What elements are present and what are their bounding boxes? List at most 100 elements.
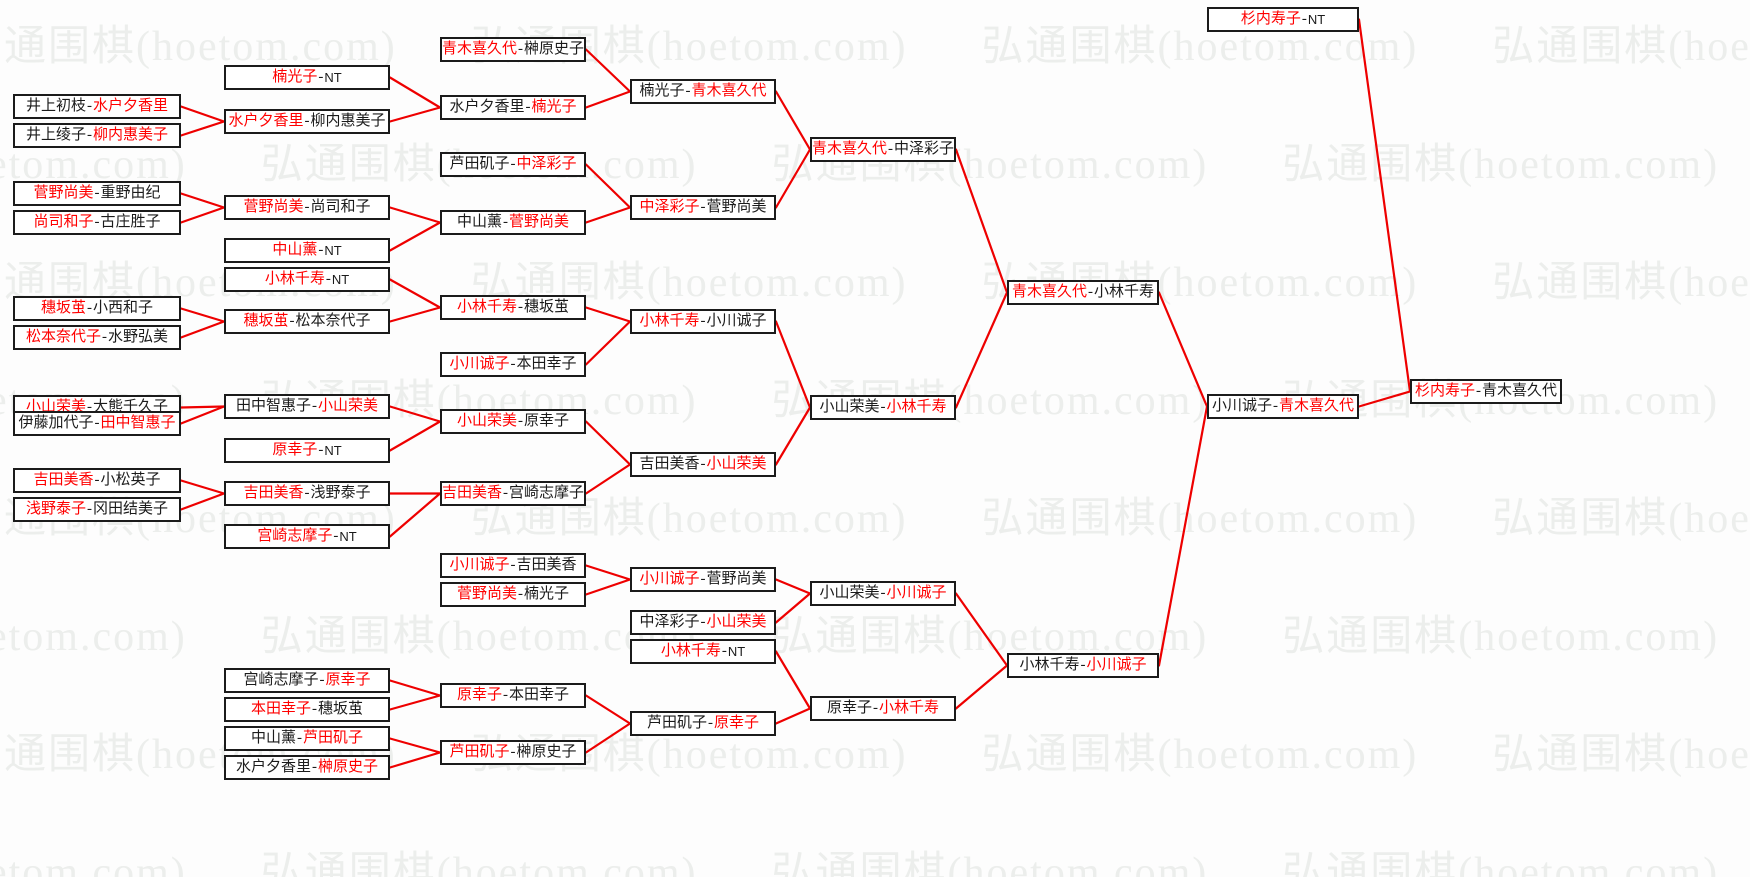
match-box[interactable]: 水户夕香里-榊原史子 [224,755,390,780]
player-separator: - [700,199,706,215]
match-box[interactable]: 田中智惠子-小山荣美 [224,394,390,419]
match-box[interactable]: 青木喜久代-小林千寿 [1007,280,1159,305]
player-separator: - [525,99,531,115]
match-box[interactable]: 小林千寿-NT [630,639,776,664]
match-box[interactable]: 小山荣美-小川诚子 [810,581,956,606]
match-box[interactable]: 杉内寿子-NT [1207,7,1359,32]
match-box[interactable]: 宫崎志摩子-NT [224,524,390,549]
player-left: 小林千寿 [1019,657,1080,673]
player-left: 芦田矶子 [449,156,510,172]
match-box[interactable]: 芦田矶子-中泽彩子 [440,152,586,177]
player-separator: - [87,501,92,517]
match-box[interactable]: 本田幸子-穗坂茧 [224,697,390,722]
match-box[interactable]: 井上绫子-柳内惠美子 [13,123,181,148]
match-box[interactable]: 小林千寿-NT [224,267,390,292]
match-box[interactable]: 吉田美香-小松英子 [13,468,181,493]
player-separator: - [1080,657,1086,673]
player-separator: - [304,113,310,129]
player-left: 原幸子 [456,687,502,703]
player-right: 菅野尚美 [706,199,767,215]
match-box[interactable]: 菅野尚美-尚司和子 [224,195,390,220]
player-left: 青木喜久代 [1011,284,1087,300]
match-box[interactable]: 中山薰-芦田矶子 [224,726,390,751]
player-right: 穗坂茧 [318,701,364,717]
player-separator: - [518,41,523,57]
player-right: 小山荣美 [706,614,767,630]
match-box[interactable]: 水户夕香里-楠光子 [440,95,586,120]
match-box[interactable]: 中泽彩子-小山荣美 [630,610,776,635]
player-right: 本田幸子 [509,687,570,703]
player-left: 小林千寿 [660,643,721,659]
player-right: 穗坂茧 [524,299,570,315]
player-separator: - [94,214,100,230]
player-right: 菅野尚美 [706,571,767,587]
player-separator: - [325,271,331,287]
player-right: 小川诚子 [1086,657,1147,673]
match-box[interactable]: 水户夕香里-柳内惠美子 [224,109,390,134]
player-right: 小山荣美 [706,456,767,472]
player-left: 原幸子 [826,700,872,716]
match-box[interactable]: 井上初枝-水户夕香里 [13,94,181,119]
match-box[interactable]: 菅野尚美-重野由纪 [13,181,181,206]
match-box[interactable]: 青木喜久代-中泽彩子 [810,137,956,162]
match-box[interactable]: 小川诚子-吉田美香 [440,553,586,578]
match-box[interactable]: 原幸子-小林千寿 [810,696,956,721]
match-box[interactable]: 穗坂茧-小西和子 [13,296,181,321]
player-right: 小松英子 [100,472,161,488]
player-right: 吉田美香 [516,557,577,573]
match-box[interactable]: 芦田矶子-原幸子 [630,711,776,736]
match-box[interactable]: 吉田美香-小山荣美 [630,452,776,477]
match-box[interactable]: 小山荣美-小林千寿 [810,395,956,420]
match-box[interactable]: 杉内寿子-青木喜久代 [1410,379,1562,404]
match-box[interactable]: 原幸子-NT [224,438,390,463]
match-box[interactable]: 菅野尚美-楠光子 [440,582,586,607]
bye-label: NT [1307,12,1326,27]
match-box[interactable]: 青木喜久代-榊原史子 [440,37,586,62]
player-right: 小林千寿 [1094,284,1155,300]
match-box[interactable]: 小林千寿-小川诚子 [1007,653,1159,678]
match-box[interactable]: 中山薰-菅野尚美 [440,210,586,235]
match-box[interactable]: 尚司和子-古庄胜子 [13,210,181,235]
player-separator: - [518,413,523,429]
match-box[interactable]: 小川诚子-菅野尚美 [630,567,776,592]
match-box[interactable]: 宫崎志摩子-原幸子 [224,668,390,693]
match-box[interactable]: 中山薰-NT [224,238,390,263]
player-right: 青木喜久代 [691,83,767,99]
match-box[interactable]: 楠光子-NT [224,65,390,90]
player-left: 菅野尚美 [456,586,517,602]
match-box[interactable]: 芦田矶子-榊原史子 [440,740,586,765]
player-separator: - [503,214,508,230]
player-right: 菅野尚美 [509,214,570,230]
match-box[interactable]: 小山荣美-原幸子 [440,409,586,434]
player-right: 楠光子 [524,586,570,602]
match-box[interactable]: 吉田美香-浅野泰子 [224,481,390,506]
player-separator: - [510,557,516,573]
match-box[interactable]: 伊藤加代子-田中智惠子 [13,411,181,436]
player-right: 松本奈代子 [295,313,371,329]
match-box[interactable]: 小林千寿-穗坂茧 [440,295,586,320]
player-separator: - [304,199,310,215]
player-left: 小林千寿 [456,299,517,315]
match-box[interactable]: 穗坂茧-松本奈代子 [224,309,390,334]
player-left: 杉内寿子 [1414,383,1475,399]
match-box[interactable]: 小川诚子-本田幸子 [440,352,586,377]
player-separator: - [297,730,302,746]
player-separator: - [318,442,324,458]
match-box[interactable]: 浅野泰子-冈田结美子 [13,497,181,522]
bye-label: NT [324,443,342,458]
player-separator: - [700,571,706,587]
match-box[interactable]: 原幸子-本田幸子 [440,683,586,708]
player-left: 穗坂茧 [243,313,289,329]
player-left: 芦田矶子 [449,744,510,760]
player-right: 青木喜久代 [1279,398,1355,414]
match-box[interactable]: 中泽彩子-菅野尚美 [630,195,776,220]
match-box[interactable]: 小林千寿-小川诚子 [630,309,776,334]
player-separator: - [685,83,691,99]
match-box[interactable]: 松本奈代子-水野弘美 [13,325,181,350]
match-box[interactable]: 小川诚子-青木喜久代 [1207,394,1359,419]
player-right: 小川诚子 [886,585,947,601]
player-separator: - [102,329,107,345]
player-left: 小山荣美 [819,585,880,601]
match-box[interactable]: 楠光子-青木喜久代 [630,79,776,104]
match-box[interactable]: 吉田美香-宫崎志摩子 [440,481,586,506]
